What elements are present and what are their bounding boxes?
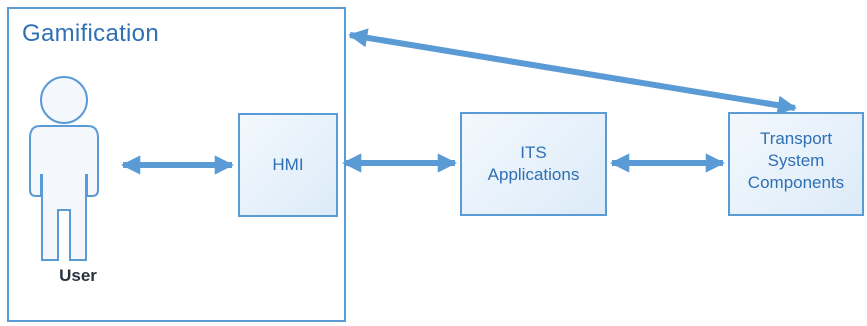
- transport-system-components-box: [728, 112, 864, 216]
- gamification-container: [7, 7, 346, 322]
- arrow-gamification-transport: [348, 28, 797, 115]
- its-applications-label: ITS Applications: [487, 143, 580, 184]
- person-icon: [29, 76, 99, 261]
- hmi-label: HMI: [272, 155, 304, 174]
- hmi-box: [238, 113, 338, 217]
- transport-system-components-label: Transport System Components: [747, 129, 845, 192]
- user-label: User: [59, 266, 97, 285]
- gamification-title: Gamification: [22, 20, 159, 47]
- its-applications-box: [460, 112, 607, 216]
